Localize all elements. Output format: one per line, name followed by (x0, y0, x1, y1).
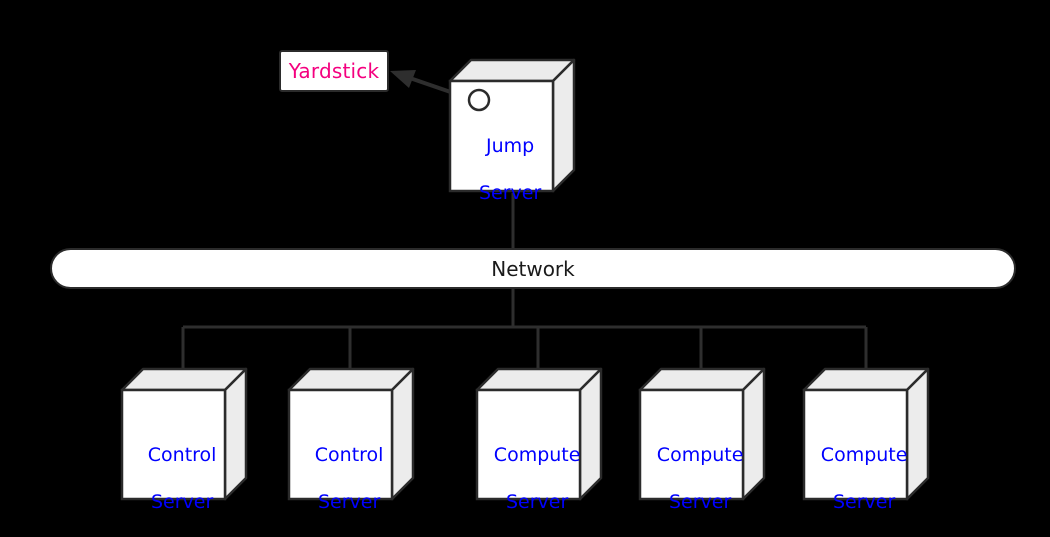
cube-front-face (120, 388, 227, 501)
jump-server-node[interactable]: Jump Server (448, 58, 576, 204)
cube-right-face (223, 367, 248, 501)
cube-right-face (578, 367, 603, 501)
compute-server-2-node[interactable]: Compute Server (638, 367, 766, 513)
control-server-1-node[interactable]: Control Server (120, 367, 248, 513)
yardstick-label: Yardstick (288, 59, 380, 83)
yardstick-node[interactable]: Yardstick (279, 50, 389, 92)
network-node[interactable]: Network (50, 248, 1016, 289)
cube-right-face (741, 367, 766, 501)
cube-right-face (551, 58, 576, 193)
cube-right-face (905, 367, 930, 501)
control-server-2-node[interactable]: Control Server (287, 367, 415, 513)
cube-front-face (802, 388, 909, 501)
cube-front-face (448, 79, 555, 193)
cube-front-face (638, 388, 745, 501)
compute-server-3-node[interactable]: Compute Server (802, 367, 930, 513)
cube-right-face (390, 367, 415, 501)
compute-server-1-node[interactable]: Compute Server (475, 367, 603, 513)
network-label: Network (491, 256, 575, 281)
cube-front-face (475, 388, 582, 501)
interface-port-icon[interactable] (466, 87, 492, 113)
cube-front-face (287, 388, 394, 501)
